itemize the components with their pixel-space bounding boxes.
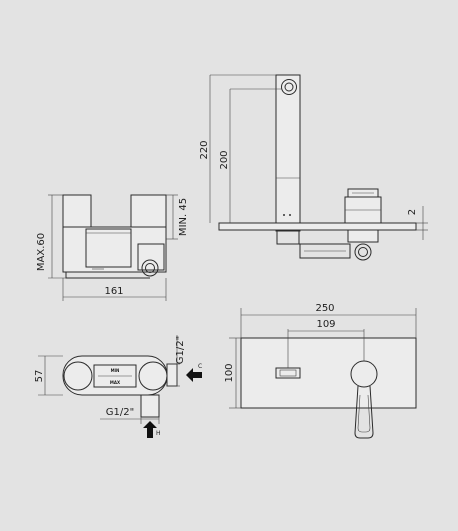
front-width-label: 250 [315, 303, 334, 314]
hot-inlet-label: H [156, 430, 161, 437]
spout-outlet-inner [284, 82, 294, 92]
spout-valve-base [347, 229, 379, 243]
spout-outlet-outer [281, 79, 297, 95]
side-view-connector-outer [141, 259, 159, 277]
side-view-min-label: MIN. 45 [178, 198, 189, 236]
front-spacing-label: 109 [316, 319, 335, 330]
spout-total-height-label: 220 [199, 140, 210, 159]
top-view-side-connector [166, 363, 178, 387]
cold-inlet-arrow-icon [186, 368, 202, 382]
top-view-left-knob [63, 361, 93, 391]
spout-body [275, 74, 301, 232]
top-view: MIN MAX 57 G1/2" G1/2" C H [34, 335, 202, 438]
cold-inlet-label: C [198, 363, 202, 370]
front-height-label: 100 [224, 363, 235, 382]
side-view-left-block [62, 194, 92, 228]
spout-connector-inner [358, 247, 368, 257]
top-view-min-marker: MIN [111, 368, 120, 373]
hot-inlet-arrow-icon [143, 421, 157, 438]
side-view-inner-plate [85, 228, 132, 268]
side-view: MAX.60 MIN. 45 161 [36, 194, 189, 301]
spout-back-box [276, 229, 300, 245]
top-view-side-thread-label: G1/2" [175, 336, 186, 364]
top-view-max-marker: MAX [110, 380, 120, 385]
top-view-bottom-connector [140, 394, 160, 418]
spout-body-height-label: 200 [219, 150, 230, 169]
spout-plate-label: 2 [407, 209, 418, 215]
top-view-right-knob [138, 361, 168, 391]
spout-view: 220 200 2 [199, 74, 428, 261]
spout-connector-outer [354, 243, 372, 261]
front-view: 250 109 100 [224, 303, 417, 439]
spout-wall-plate [218, 222, 417, 231]
top-view-bottom-thread-label: G1/2" [106, 407, 134, 418]
front-mixer-lever [357, 394, 371, 433]
side-view-height-label: MAX.60 [36, 233, 47, 271]
top-view-depth-label: 57 [34, 370, 45, 383]
top-view-label-plate [93, 364, 137, 388]
side-view-width-label: 161 [104, 286, 123, 297]
side-view-connector-inner [145, 263, 155, 273]
front-wall-plate [240, 337, 417, 409]
